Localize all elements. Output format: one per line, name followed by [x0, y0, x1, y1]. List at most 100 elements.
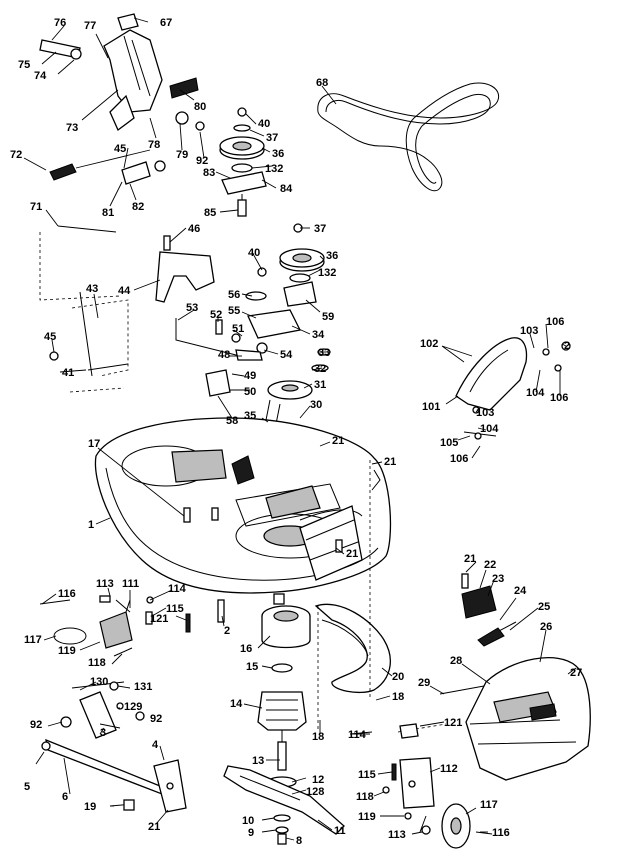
callout-21e: 21	[148, 821, 160, 833]
callout-21c: 21	[346, 548, 358, 560]
callout-41: 41	[62, 367, 74, 379]
callout-75: 75	[18, 59, 30, 71]
callout-114b: 114	[348, 729, 367, 741]
callout-32: 32	[314, 363, 326, 375]
discharge-chute	[465, 657, 591, 781]
callout-119a: 119	[58, 645, 76, 657]
spring-bracket	[461, 573, 542, 670]
discharge-deflector	[455, 337, 571, 440]
callout-116b: 116	[492, 827, 510, 839]
callout-46: 46	[188, 223, 200, 235]
callout-18a: 18	[392, 691, 404, 703]
left-baffle-group	[39, 595, 191, 657]
callout-84: 84	[280, 183, 293, 195]
callout-132a: 132	[265, 163, 283, 175]
callout-81: 81	[102, 207, 114, 219]
callout-79: 79	[176, 149, 188, 161]
callout-118b: 118	[356, 791, 374, 803]
callout-24: 24	[514, 585, 527, 597]
callout-77: 77	[84, 20, 96, 32]
callout-2b: 2	[224, 625, 230, 637]
callout-30: 30	[310, 399, 322, 411]
callout-37b: 37	[314, 223, 326, 235]
callout-116a: 116	[58, 588, 76, 600]
callout-104a: 104	[526, 387, 545, 399]
callout-45a: 45	[114, 143, 126, 155]
callout-104b: 104	[480, 423, 499, 435]
callout-55: 55	[228, 305, 240, 317]
callout-23: 23	[492, 573, 504, 585]
callout-106b: 106	[550, 392, 568, 404]
callout-4: 4	[152, 739, 159, 751]
callout-54: 54	[280, 349, 293, 361]
callout-53: 53	[186, 302, 198, 314]
callout-58: 58	[226, 415, 238, 427]
callout-49: 49	[244, 370, 256, 382]
callout-5: 5	[24, 781, 30, 793]
spring	[49, 163, 77, 181]
callout-44: 44	[118, 285, 131, 297]
callout-31: 31	[314, 379, 326, 391]
callout-35: 35	[244, 410, 256, 422]
callout-68: 68	[316, 77, 328, 89]
callout-50: 50	[244, 386, 256, 398]
callout-112: 112	[440, 763, 458, 775]
callout-111: 111	[122, 578, 139, 590]
callout-106c: 106	[450, 453, 468, 465]
idler-arm	[175, 318, 263, 397]
callout-15: 15	[246, 661, 258, 673]
callout-48: 48	[218, 349, 230, 361]
axle-rod	[41, 738, 187, 813]
callout-74: 74	[34, 70, 47, 82]
callout-117a: 117	[24, 634, 42, 646]
callout-21d: 21	[464, 553, 476, 565]
callout-129: 129	[124, 701, 142, 713]
callout-45b: 45	[44, 331, 56, 343]
part-shapes	[39, 13, 591, 849]
callout-33: 33	[318, 347, 330, 359]
leader-lines	[23, 17, 577, 841]
callout-37a: 37	[266, 132, 278, 144]
callout-115b: 115	[358, 769, 376, 781]
callout-14: 14	[230, 698, 243, 710]
callout-76: 76	[54, 17, 66, 29]
callout-40a: 40	[258, 118, 270, 130]
callout-73: 73	[66, 122, 78, 134]
callout-113a: 113	[96, 578, 114, 590]
right-baffle-group	[349, 723, 447, 835]
callout-19: 19	[84, 801, 96, 813]
callout-59: 59	[322, 311, 334, 323]
spindle-pulley	[257, 691, 307, 731]
callout-132b: 132	[318, 267, 336, 279]
callout-20: 20	[392, 671, 404, 683]
callout-12: 12	[312, 774, 324, 786]
callout-17: 17	[88, 438, 100, 450]
callout-114a: 114	[168, 583, 187, 595]
callout-117b: 117	[480, 799, 498, 811]
lower-pulley-stack	[245, 223, 325, 354]
callout-1: 1	[88, 519, 94, 531]
callout-115a: 115	[166, 603, 184, 615]
callout-92a: 92	[196, 155, 208, 167]
callout-34: 34	[312, 329, 325, 341]
front-link	[60, 681, 145, 739]
mower-blade	[223, 765, 345, 835]
callout-2a: 2	[564, 340, 570, 352]
callout-67: 67	[160, 17, 172, 29]
lift-linkage	[39, 13, 205, 132]
callout-3: 3	[100, 727, 106, 739]
drive-belt	[317, 82, 500, 192]
callout-121b: 121	[444, 717, 462, 729]
callout-72: 72	[10, 149, 22, 161]
callout-labels: 76 67 77 75 74 68 80 73 78 40 37 36 132 …	[10, 17, 582, 847]
callout-80: 80	[194, 101, 206, 113]
upper-pulley-stack	[219, 107, 267, 217]
callout-36a: 36	[272, 148, 284, 160]
callout-43: 43	[86, 283, 98, 295]
callout-130: 130	[90, 676, 108, 688]
callout-121a: 121	[150, 613, 168, 625]
callout-78: 78	[148, 139, 160, 151]
callout-101: 101	[422, 401, 440, 413]
